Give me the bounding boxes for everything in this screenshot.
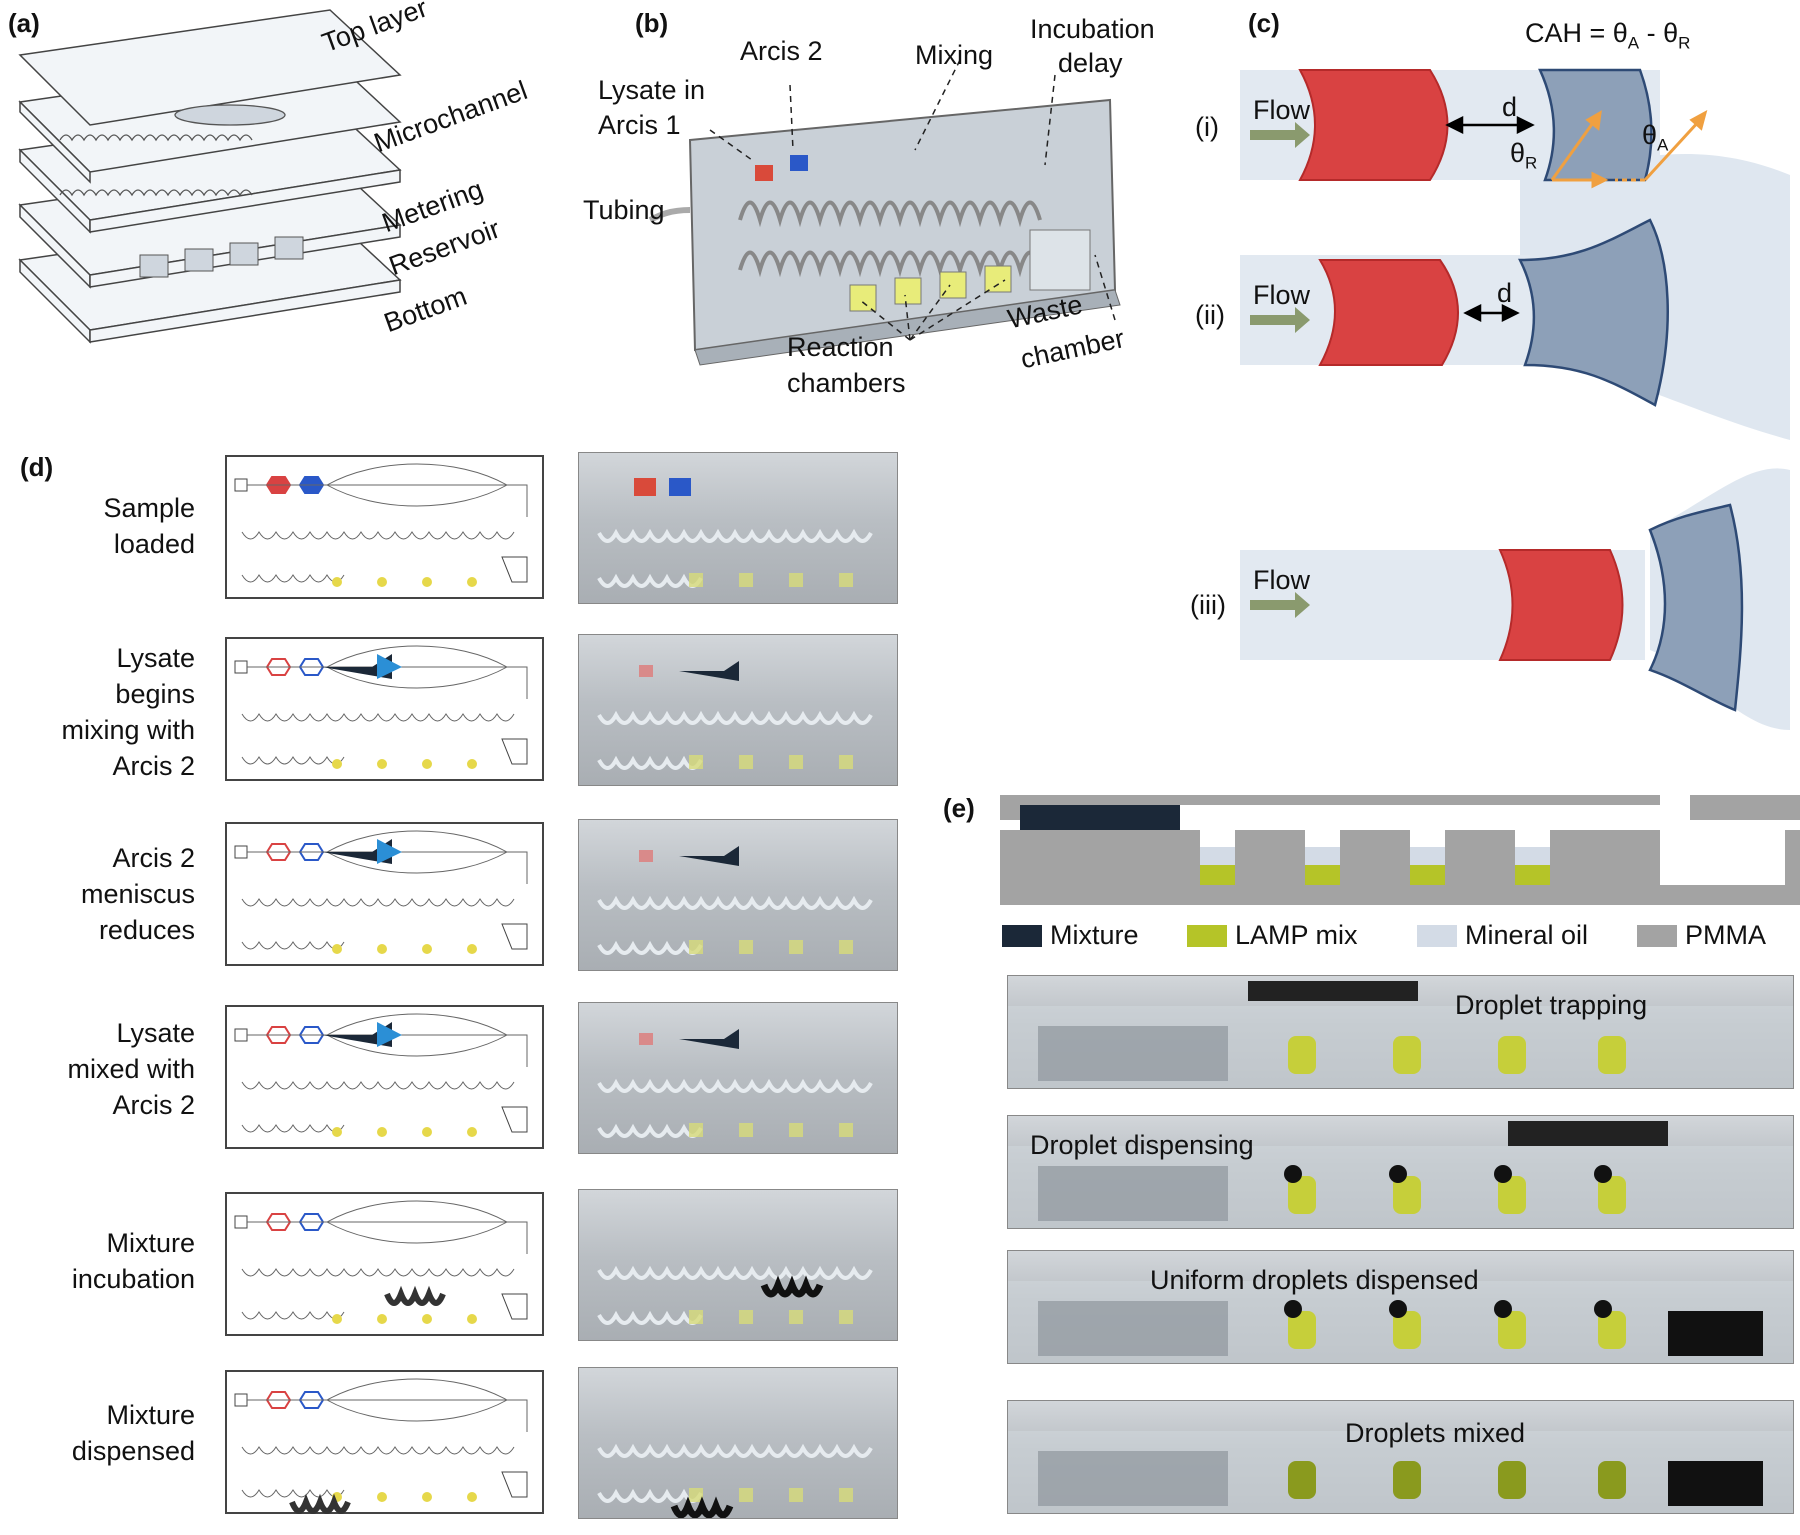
roman-ii: (ii): [1195, 300, 1225, 330]
legend-label: Mixture: [1050, 920, 1139, 950]
red-droplet-i: [1298, 69, 1449, 181]
red-droplet-iii: [1498, 549, 1624, 661]
flow-label-iii: Flow: [1253, 565, 1311, 595]
cah-equation: CAH = θA - θR: [1525, 18, 1691, 53]
panel-e-label: (e): [943, 793, 975, 823]
step-photo: [578, 1189, 898, 1341]
photo-caption: Droplet trapping: [1455, 990, 1648, 1020]
roman-iii: (iii): [1190, 590, 1226, 620]
device-photo: [648, 98, 1121, 366]
step-photo: [578, 819, 898, 971]
callout-reaction-2: chambers: [787, 368, 906, 398]
step-photo: [578, 452, 898, 604]
legend-swatch: [1002, 924, 1042, 947]
step-schematic: [225, 1192, 544, 1336]
mixture-block: [1020, 805, 1180, 830]
callout-mixing: Mixing: [915, 40, 994, 70]
step-schematic: [225, 1005, 544, 1149]
droplet-photo: [1007, 1115, 1794, 1229]
legend-label: PMMA: [1685, 920, 1766, 950]
droplet-photo: [1007, 1400, 1794, 1514]
panel-d-label: (d): [20, 452, 54, 482]
roman-i: (i): [1195, 112, 1219, 142]
d-label-ii: d: [1497, 278, 1513, 308]
callout-tubing: Tubing: [583, 195, 665, 225]
theta-a-label: θA: [1642, 120, 1669, 155]
legend-swatch: [1637, 924, 1677, 947]
callout-lines: [709, 59, 1116, 341]
step-photo: [578, 1002, 898, 1154]
contact-angle-diagram: [1240, 68, 1790, 730]
legend-label: LAMP mix: [1235, 920, 1358, 950]
flow-label-ii: Flow: [1253, 280, 1311, 310]
step-schematic: [225, 637, 544, 781]
flow-label-i: Flow: [1253, 95, 1311, 125]
callout-incubation-1: Incubation: [1030, 14, 1155, 44]
cross-section-diagram: [1000, 795, 1800, 905]
panel-b-label: (b): [635, 8, 669, 38]
legend-swatch: [1187, 924, 1227, 947]
d-label-i: d: [1502, 92, 1518, 122]
step-schematic: [225, 455, 544, 599]
step-schematic: [225, 822, 544, 966]
callout-lysate-1: Lysate in: [598, 75, 706, 105]
photo-caption: Droplet dispensing: [1030, 1130, 1254, 1160]
photo-caption: Droplets mixed: [1345, 1418, 1526, 1448]
legend-label: Mineral oil: [1465, 920, 1589, 950]
droplet-photo: [1007, 1250, 1794, 1364]
legend-item: PMMA: [1637, 920, 1766, 951]
droplet-photo: [1007, 975, 1794, 1089]
theta-r-label: θR: [1510, 138, 1538, 173]
gray-droplet-iii: [1648, 503, 1744, 712]
photo-caption: Uniform droplets dispensed: [1150, 1265, 1479, 1295]
callout-lysate-2: Arcis 1: [598, 110, 681, 140]
legend-item: Mineral oil: [1417, 920, 1588, 951]
callout-reaction-1: Reaction: [787, 332, 894, 362]
exploded-layers-diagram: [18, 9, 402, 344]
callout-incubation-2: delay: [1058, 48, 1123, 78]
callout-arcis2: Arcis 2: [740, 36, 823, 66]
panel-c-label: (c): [1248, 8, 1280, 38]
gray-droplet-ii: [1517, 218, 1669, 407]
red-droplet-ii: [1318, 259, 1459, 366]
legend-item: LAMP mix: [1187, 920, 1358, 951]
panel-a-label: (a): [8, 8, 40, 38]
legend-item: Mixture: [1002, 920, 1139, 951]
step-photo: [578, 1367, 898, 1519]
step-schematic: [225, 1370, 544, 1514]
step-photo: [578, 634, 898, 786]
legend-swatch: [1417, 924, 1457, 947]
